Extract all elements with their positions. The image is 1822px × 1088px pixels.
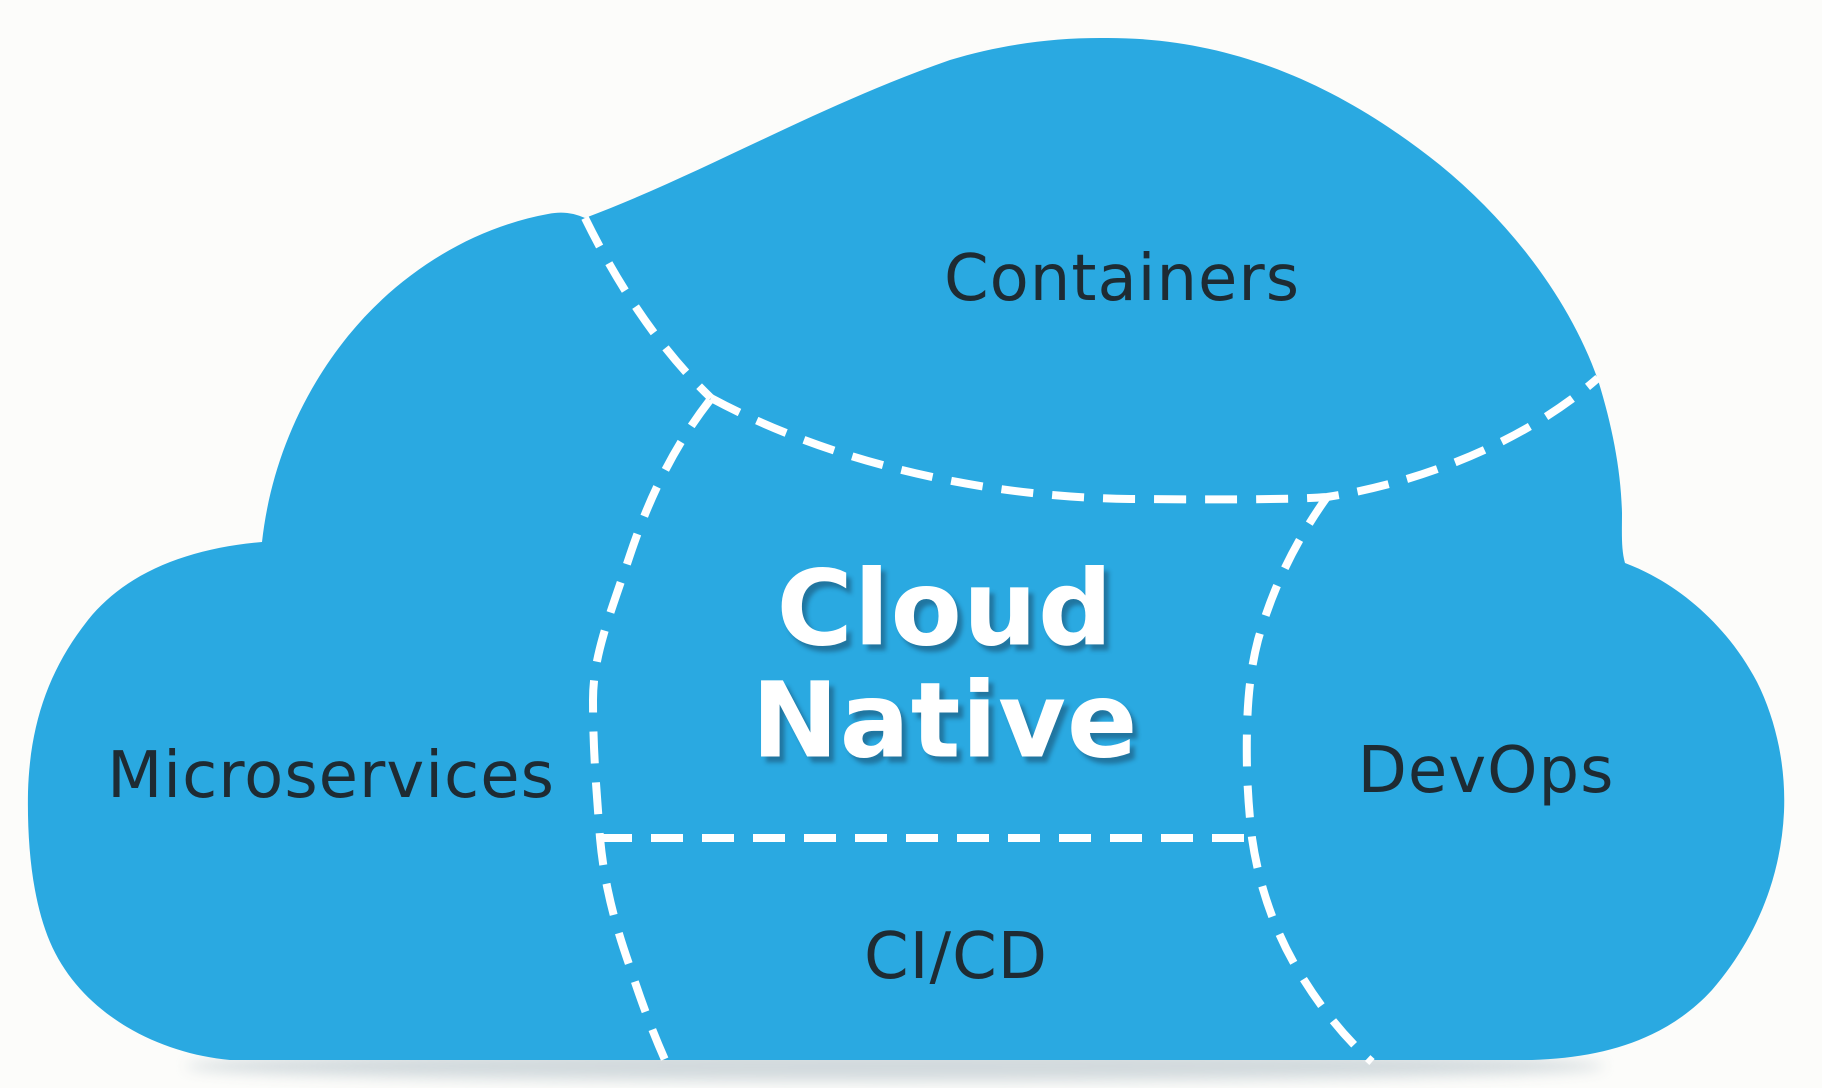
diagram-title-line2: Native	[751, 660, 1139, 782]
divider-microservices-edge	[588, 397, 714, 1064]
divider-topleft-bump	[581, 216, 714, 401]
cloud-shape	[27, 37, 1785, 1060]
region-label-microservices: Microservices	[107, 739, 555, 813]
diagram-title: Cloud Native	[751, 547, 1139, 782]
region-label-containers: Containers	[943, 242, 1301, 316]
divider-devops-edge	[1242, 494, 1375, 1065]
region-label-cicd: CI/CD	[863, 920, 1049, 994]
divider-containers-arc	[709, 374, 1601, 504]
diagram-title-line1: Cloud	[776, 547, 1114, 670]
region-label-devops: DevOps	[1357, 734, 1615, 808]
